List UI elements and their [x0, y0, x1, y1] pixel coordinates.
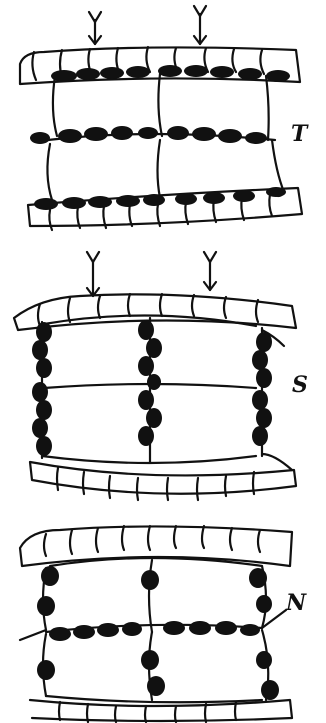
bottom-epidermis	[28, 188, 302, 230]
chloroplasts	[32, 320, 272, 456]
panel-label-n: N	[286, 590, 306, 616]
panel-s	[14, 252, 296, 500]
panel-label-t: T	[291, 121, 307, 147]
panel-n	[20, 526, 292, 722]
arrow-down-icon	[89, 12, 101, 44]
panel-t	[20, 6, 302, 230]
panel-label-s: S	[292, 372, 308, 398]
bottom-epidermis	[30, 700, 292, 722]
chloroplasts	[30, 65, 290, 210]
arrow-down-icon	[204, 252, 216, 290]
arrow-down-icon	[194, 6, 206, 44]
cell-walls	[42, 315, 292, 470]
chloroplasts	[37, 566, 279, 700]
top-epidermis	[20, 526, 292, 566]
bottom-epidermis	[30, 462, 296, 500]
arrow-down-icon	[87, 252, 99, 296]
